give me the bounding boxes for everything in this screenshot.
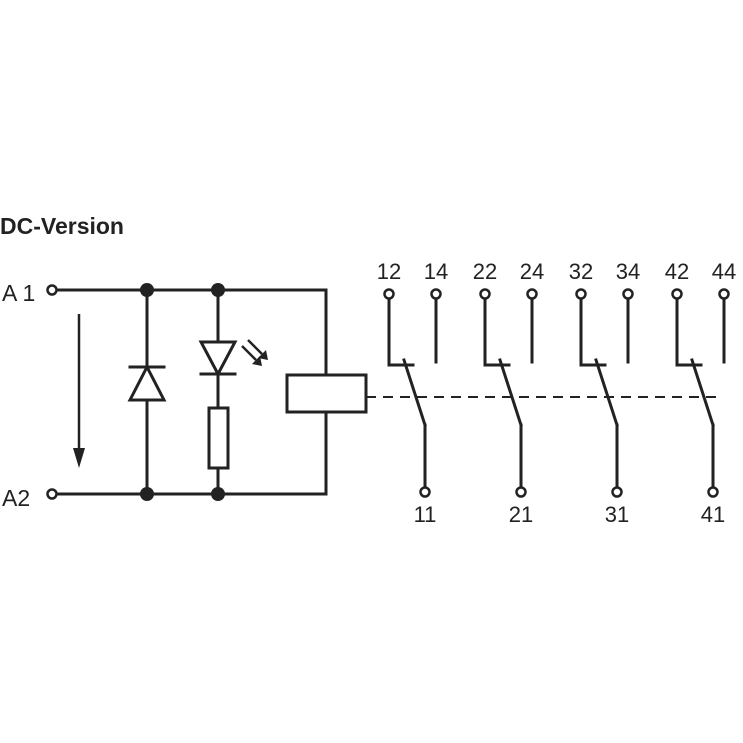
moving-contact-blade [594,358,619,427]
contact-nc-label: 22 [473,259,497,284]
contact-com-label: 41 [701,502,725,527]
terminal-com [707,486,719,498]
terminal-a2 [46,488,58,500]
nc-contact-wire [579,296,607,367]
moving-contact-blade [690,358,715,427]
terminal-no [430,288,442,300]
nc-contact-wire [387,296,415,367]
contact-no-label: 24 [520,259,544,284]
contact-com-label: 11 [414,502,437,527]
terminal-no [526,288,538,300]
terminal-no [622,288,634,300]
terminal-nc [383,288,395,300]
terminal-a1 [46,284,58,296]
contact-set: 42 44 41 [665,259,736,527]
nc-contact-wire [483,296,511,367]
contact-no-label: 14 [424,259,448,284]
diagram-title: DC-Version [0,213,124,239]
junction-dot [211,487,225,501]
terminal-nc [479,288,491,300]
contact-com-label: 31 [605,502,629,527]
contact-set: 22 24 21 [473,259,544,527]
contact-set: 32 34 31 [569,259,640,527]
voltage-direction-arrow [73,314,85,468]
contact-no-label: 44 [712,259,736,284]
led-light-arrows [241,339,268,366]
freewheeling-diode [127,288,167,496]
relay-coil [285,373,368,414]
terminal-com [611,486,623,498]
moving-contact-blade [498,358,523,427]
terminal-com [419,486,431,498]
terminal-com [515,486,527,498]
contact-set: 12 14 11 [377,259,448,527]
contact-com-label: 21 [509,502,533,527]
junction-dot [211,283,225,297]
terminal-a1-label: A 1 [2,280,35,306]
contact-nc-label: 42 [665,259,689,284]
terminal-nc [575,288,587,300]
terminal-no [718,288,730,300]
changeover-contacts: 12 14 11 22 24 21 32 34 31 42 44 41 [377,259,736,527]
series-resistor [207,406,230,470]
moving-contact-blade [402,358,427,427]
contact-nc-label: 12 [377,259,401,284]
led-indicator-branch [198,288,238,496]
junction-dot [140,487,154,501]
junction-dot [140,283,154,297]
contact-nc-label: 32 [569,259,593,284]
coil-circuit-wiring [55,288,328,496]
contact-no-label: 34 [616,259,640,284]
terminal-nc [671,288,683,300]
terminal-a2-label: A2 [2,485,30,511]
nc-contact-wire [675,296,703,367]
